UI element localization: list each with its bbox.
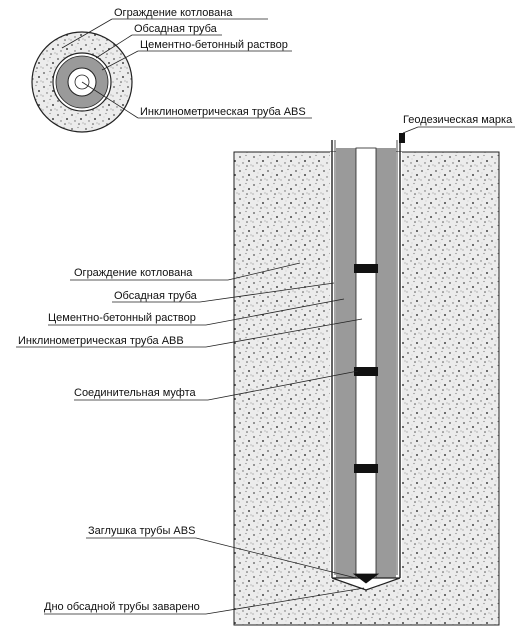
longitudinal-section: Геодезическая марка Ограждение котлована… bbox=[16, 114, 515, 626]
label-pipe-plug: Заглушка трубы ABS bbox=[88, 525, 195, 537]
label-cement-mortar: Цементно-бетонный раствор bbox=[48, 312, 196, 324]
coupling bbox=[354, 264, 378, 273]
label-casing-bottom: Дно обсадной трубы заварено bbox=[44, 601, 200, 613]
label-casing-pipe: Обсадная труба bbox=[114, 290, 198, 302]
inclinometer-pipe bbox=[355, 147, 377, 579]
label-inclinometer-pipe: Инклинометрическая труба ABB bbox=[18, 335, 184, 347]
leader-line bbox=[207, 370, 359, 401]
leader-line bbox=[205, 587, 365, 615]
geodetic-mark-label: Геодезическая марка bbox=[403, 114, 513, 126]
geodetic-mark bbox=[399, 133, 405, 143]
leader-line bbox=[61, 18, 113, 49]
leader-line bbox=[195, 537, 357, 579]
coupling bbox=[354, 367, 378, 376]
cross-section-label-casing: Обсадная труба bbox=[134, 23, 218, 35]
coupling bbox=[354, 464, 378, 473]
mortar-right bbox=[376, 148, 396, 578]
leader-line bbox=[402, 126, 419, 134]
mortar-left bbox=[336, 148, 356, 578]
cross-section-label-inclinometer: Инклинометрическая труба ABS bbox=[140, 106, 306, 118]
leader-line bbox=[205, 298, 345, 326]
leader-line bbox=[227, 262, 301, 281]
cross-section: Ограждение котлована Обсадная труба Цеме… bbox=[31, 7, 312, 133]
leader-line bbox=[199, 282, 335, 303]
label-coupling: Соединительная муфта bbox=[74, 387, 197, 399]
leader-line bbox=[95, 34, 133, 59]
leader-line bbox=[101, 50, 139, 71]
pipe-plug bbox=[352, 573, 380, 584]
leader-line bbox=[205, 318, 363, 348]
cross-section-label-fence: Ограждение котлована bbox=[114, 7, 233, 19]
cross-section-label-mortar: Цементно-бетонный раствор bbox=[140, 39, 288, 51]
leader-line bbox=[81, 81, 139, 119]
label-excavation-fence: Ограждение котлована bbox=[74, 267, 193, 279]
